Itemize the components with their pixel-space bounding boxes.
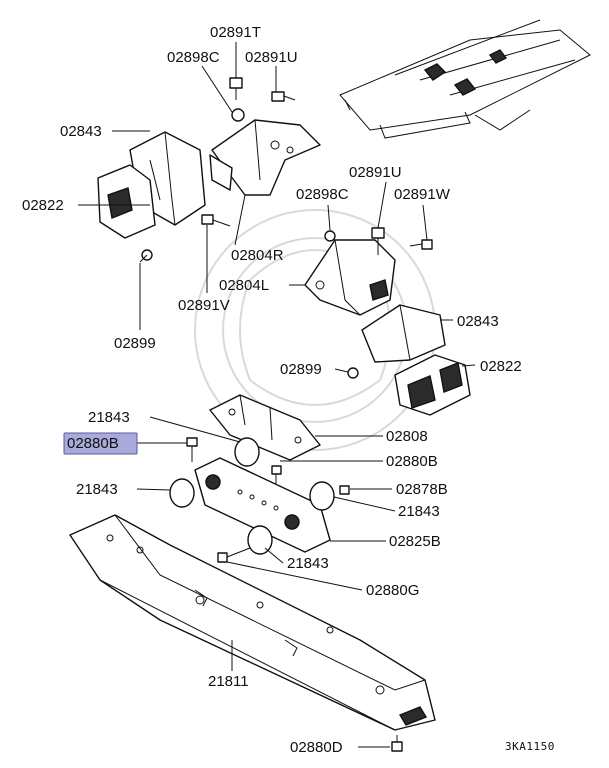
callout-labels: 02891T 02898C 02891U 02843 02822 02804R …	[22, 24, 555, 756]
label-21843-d: 21843	[287, 555, 329, 572]
label-21843-c: 21843	[398, 503, 440, 520]
label-02880g: 02880G	[366, 582, 419, 599]
lower-member-02825b	[194, 457, 331, 553]
nut-02898c-top	[231, 108, 245, 122]
highlight-box	[63, 432, 138, 455]
label-02822-right: 02822	[480, 358, 522, 375]
left-bolt-02899	[139, 249, 153, 263]
bolt-02880d	[391, 735, 403, 752]
label-02880b-right: 02880B	[386, 453, 438, 470]
right-side-bracket-02804r	[209, 119, 321, 196]
bolt-02880b-left	[186, 437, 198, 462]
label-02891v: 02891V	[178, 297, 230, 314]
label-02880d: 02880D	[290, 739, 343, 756]
right-bolt-02899	[347, 367, 359, 379]
left-mount-insulator	[97, 164, 156, 239]
leader-lines	[78, 42, 476, 748]
label-21843-a: 21843	[88, 409, 130, 426]
right-mount-bracket	[361, 304, 446, 363]
bolt-02880b-right	[271, 465, 282, 484]
right-mount-insulator	[394, 354, 471, 416]
label-02891u-right: 02891U	[349, 164, 402, 181]
nut-02898c-right	[324, 230, 336, 242]
bolt-02878b	[339, 485, 350, 495]
label-02898c-top: 02898C	[167, 49, 220, 66]
label-02878b: 02878B	[396, 481, 448, 498]
label-02808: 02808	[386, 428, 428, 445]
label-02822-left: 02822	[22, 197, 64, 214]
label-02843-right: 02843	[457, 313, 499, 330]
bolt-02891t	[229, 77, 243, 100]
bolt-02880g	[217, 547, 251, 563]
bolt-02891u-top	[271, 91, 296, 102]
bolt-02891w	[409, 239, 433, 250]
crossmember-21811	[69, 514, 436, 731]
label-02891u-top: 02891U	[245, 49, 298, 66]
label-02880b-highlighted: 02880B	[67, 435, 119, 452]
label-02891w: 02891W	[394, 186, 451, 203]
label-02891t: 02891T	[210, 24, 261, 41]
bolt-02891v	[201, 214, 231, 227]
label-02804r: 02804R	[231, 247, 284, 264]
label-02825b: 02825B	[389, 533, 441, 550]
label-02898c-right: 02898C	[296, 186, 349, 203]
diagram-code: 3KA1150	[505, 740, 555, 753]
washers-21843	[169, 437, 335, 555]
label-02843-left: 02843	[60, 123, 102, 140]
left-side-bracket-02804l	[304, 239, 396, 316]
label-02804l: 02804L	[219, 277, 269, 294]
label-02899-right: 02899	[280, 361, 322, 378]
vehicle-frame-drawing	[339, 19, 591, 139]
label-21843-b: 21843	[76, 481, 118, 498]
upper-support-bracket-02808	[209, 394, 321, 461]
label-21811: 21811	[208, 673, 249, 690]
label-02899-left: 02899	[114, 335, 156, 352]
